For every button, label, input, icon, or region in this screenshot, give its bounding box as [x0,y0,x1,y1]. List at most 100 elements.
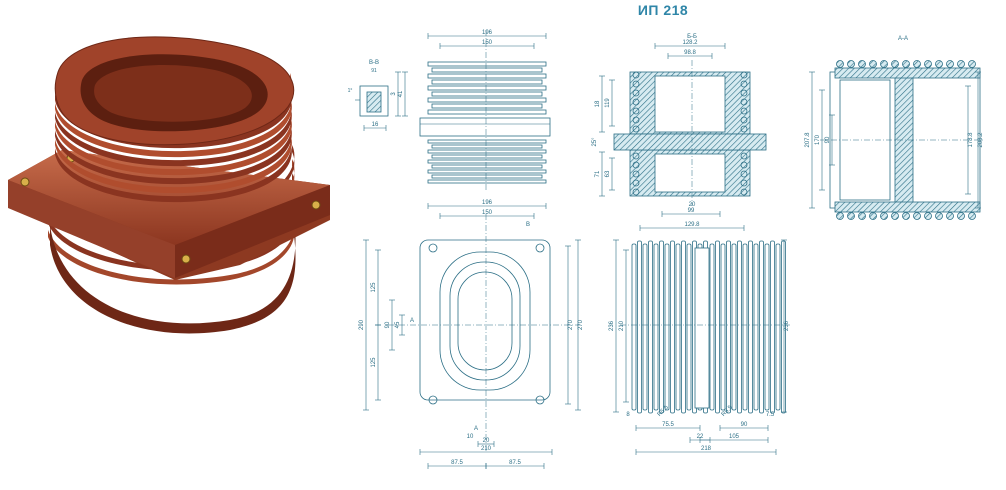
dimension-label: 45 [395,321,401,328]
dimension-label: Б-Б [687,34,697,40]
drawing-outline [720,243,726,411]
dimension-label: 218 [701,446,712,452]
fin-section [913,60,921,68]
dimension-label: 128.2 [682,40,698,46]
drawing-outline [366,91,382,113]
fin-section [858,212,866,220]
fin-section [632,179,640,187]
fin-section [880,60,888,68]
fin-section [740,80,748,88]
dimension-label: 1° [348,88,353,94]
fin-section [740,107,748,115]
fin-section [968,60,976,68]
drawing-outline [775,243,781,411]
dimension-label: 270 [568,319,574,330]
product-title: ИП 218 [637,2,689,18]
drawing-outline [742,243,748,411]
drawing-outline [642,243,648,411]
fin-section [632,161,640,169]
drawing-outline [427,169,547,174]
fin-section [869,212,877,220]
bolt-hole-icon [311,200,321,210]
fin-section [632,89,640,97]
porcelain-bushing-render [8,36,330,334]
drawing-outline [449,261,521,381]
fin-section [935,212,943,220]
dimension-label: 87.5 [509,460,521,466]
drawing-outline [753,243,759,411]
dimension-label: 207.8 [805,132,811,148]
dimension-label: 150 [482,210,493,216]
drawing-outline [764,243,770,411]
drawing-outline [359,85,389,117]
drawing-outline [431,91,543,97]
fin-section [740,188,748,196]
fin-section [740,125,748,133]
drawing-outline [431,79,543,85]
dimension-label: 125 [371,282,377,293]
drawing-outline [709,243,715,411]
fin-section [632,152,640,160]
bolt-hole-icon [20,177,30,187]
dimension-label: 8 [626,412,630,418]
drawing-outline [427,85,547,91]
dimension-label: 170 [815,134,821,145]
drawing-outline [715,240,720,414]
dimension-label: 25° [592,137,598,147]
dimension-label: А [474,426,478,432]
drawing-outline [659,240,664,414]
drawing-outline [686,243,692,411]
dimension-label: 196 [482,30,493,36]
fin-section [847,212,855,220]
dimension-label: А-А [898,36,908,42]
fin-section [632,80,640,88]
dimension-label: 3 [391,92,397,96]
fin-section [632,116,640,124]
drawing-outline [748,240,753,414]
fin-section [891,60,899,68]
drawing-outline [431,154,543,159]
drawing-outline [653,243,659,411]
fin-section [740,161,748,169]
dimension-label: 210 [481,446,492,452]
bolt-hole-icon [428,395,438,405]
drawing-outline [431,174,543,179]
fin-section [847,60,855,68]
dimension-label: 125 [371,357,377,368]
dimension-label: 20 [689,202,696,208]
dimension-label: 105 [729,434,740,440]
drawing-outline [670,240,675,414]
drawing-outline [631,243,637,411]
drawing-outline [419,239,551,401]
dimension-label: 119 [605,98,611,108]
dimension-label: 210 [619,320,625,331]
fin-section [632,98,640,106]
fin-section [740,89,748,97]
drawing-outline [834,201,981,213]
bolt-hole-icon [535,395,545,405]
drawing-outline [457,271,513,371]
bolt-hole-icon [428,243,438,253]
drawing-outline [427,73,547,79]
drawing-outline [681,240,686,414]
drawing-outline [427,159,547,164]
drawing-outline [427,61,547,67]
drawing-outline [726,240,731,414]
fin-section [957,212,965,220]
drawing-outline [648,240,653,414]
fin-section [632,125,640,133]
dimension-label: 236 [609,320,615,331]
dimension-label: 90 [385,321,391,328]
fin-section [913,212,921,220]
dimension-label: В [526,222,530,228]
dimension-label: 178.8 [968,132,974,148]
drawing-outline [427,139,547,144]
dimension-label: 91 [371,68,377,74]
dimension-label: 63 [605,170,611,177]
drawing-outline [675,243,681,411]
fin-section [880,212,888,220]
dimension-label: 208.2 [978,132,984,148]
fin-section [836,212,844,220]
